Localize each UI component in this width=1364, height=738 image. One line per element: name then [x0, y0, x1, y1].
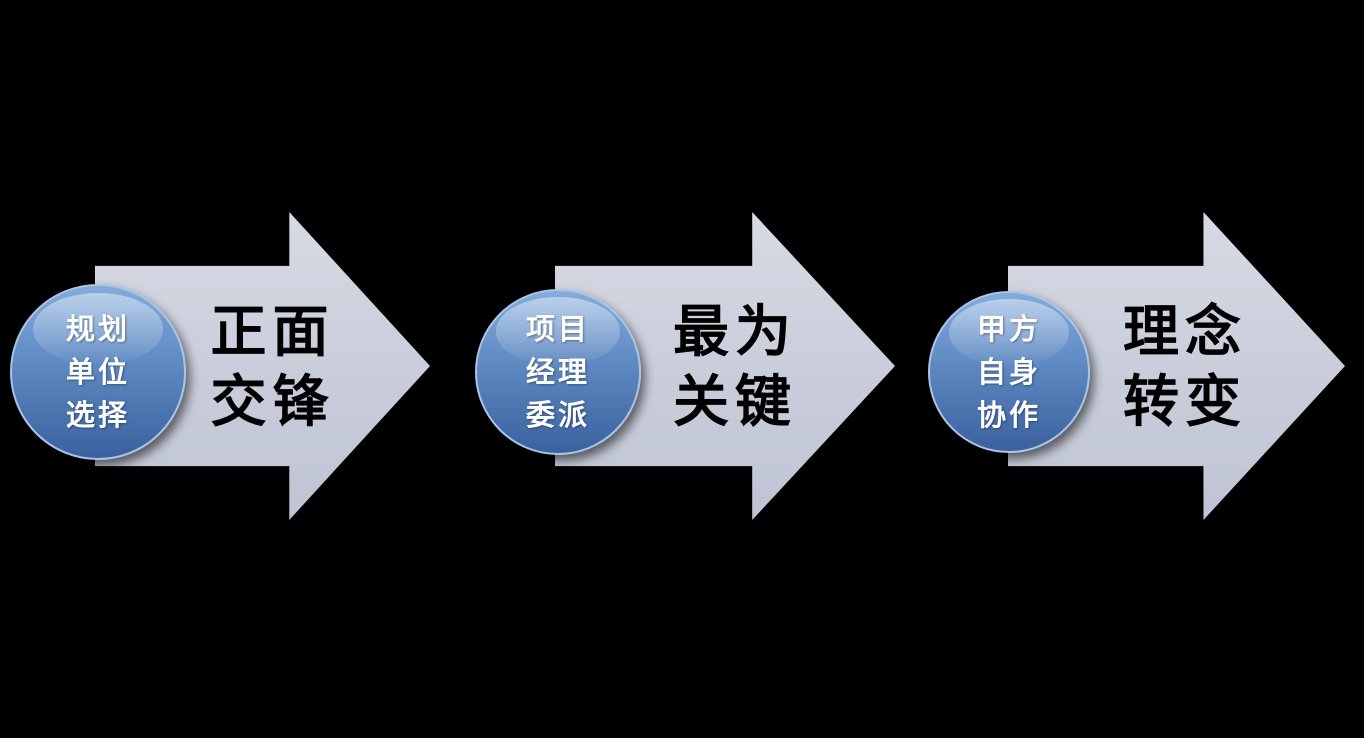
- circle-text-line: 委派: [525, 397, 590, 432]
- circle-text-line: 项目: [525, 311, 590, 346]
- circle-text-line: 选择: [65, 397, 130, 432]
- circle-text-line: 经理: [525, 354, 590, 389]
- circle-text-line: 甲方: [976, 311, 1041, 346]
- circle-text-line: 协作: [976, 397, 1041, 432]
- circle-text-line: 规划: [65, 311, 130, 346]
- circle-text-line: 自身: [976, 354, 1041, 389]
- arrow-label-line: 交锋: [210, 369, 335, 435]
- arrow-label: 理念 转变: [1100, 297, 1270, 437]
- step-circle: 规划 单位 选择: [10, 284, 186, 460]
- arrow-label-line: 转变: [1123, 369, 1247, 435]
- circle-text-line: 单位: [65, 354, 130, 389]
- arrow-label-line: 关键: [673, 369, 797, 435]
- arrow-label-line: 最为: [673, 299, 797, 365]
- step-circle: 甲方 自身 协作: [928, 291, 1090, 453]
- arrow-label: 正面 交锋: [190, 297, 355, 437]
- arrow-label: 最为 关键: [650, 297, 820, 437]
- arrow-label-line: 理念: [1123, 299, 1247, 365]
- arrow-label-line: 正面: [210, 299, 335, 365]
- step-circle: 项目 经理 委派: [475, 289, 641, 455]
